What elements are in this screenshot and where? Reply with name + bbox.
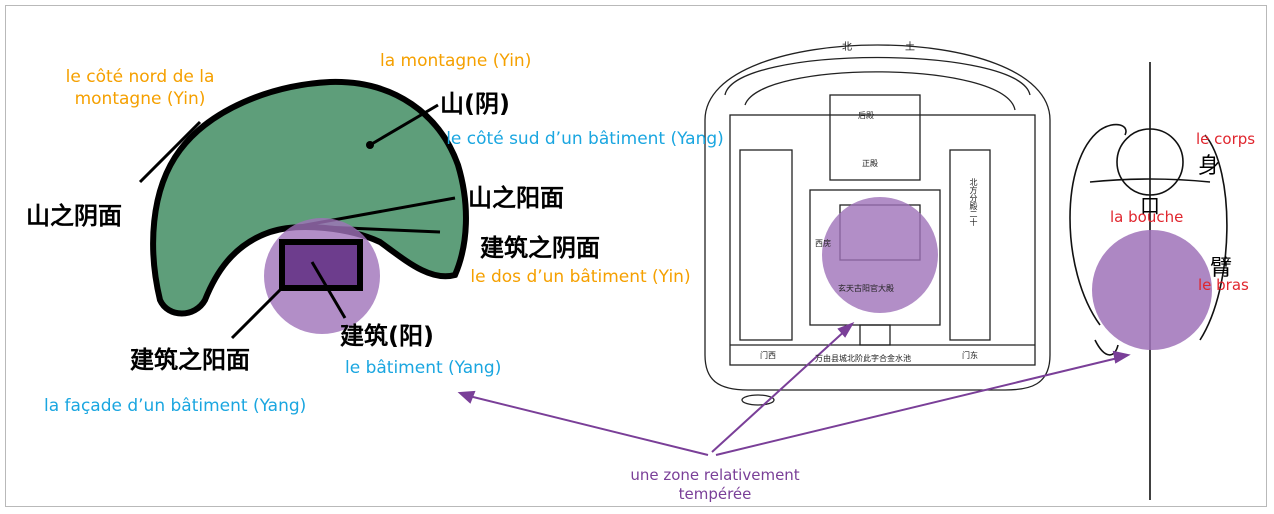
label-mountain-yin-zh: 山之阴面 bbox=[26, 202, 122, 230]
body-right-arm bbox=[1199, 134, 1228, 341]
body-head bbox=[1116, 128, 1184, 196]
plan-label-top2: 土 bbox=[905, 42, 915, 53]
zone-caption-line1: une zone relativement bbox=[630, 466, 800, 484]
label-mountain-zh: 山(阴) bbox=[440, 90, 510, 118]
plan-label-gate-bottom: 万由县城北阶此字合金水池 bbox=[815, 354, 911, 363]
plan-rear-hall bbox=[829, 94, 921, 181]
label-building-zh: 建筑(阳) bbox=[340, 322, 434, 350]
pointer-line bbox=[230, 286, 284, 340]
label-north-side: le côté nord de la montagne (Yin) bbox=[65, 67, 215, 109]
zone-caption-line2: tempérée bbox=[678, 485, 752, 503]
plan-east-wing bbox=[949, 149, 991, 341]
label-bras: le bras bbox=[1198, 276, 1249, 294]
pointer-dot bbox=[366, 141, 374, 149]
arrow-line bbox=[464, 394, 709, 456]
plan-west-wing bbox=[739, 149, 793, 341]
body-figure bbox=[1069, 62, 1228, 500]
figure-frame bbox=[5, 5, 1267, 507]
plan-label-top: 北 bbox=[842, 42, 852, 53]
body-shoulders bbox=[1089, 178, 1211, 183]
plan-label-hall-mid: 正殿 bbox=[862, 159, 878, 168]
pointer-line bbox=[138, 120, 202, 184]
building-icon bbox=[279, 239, 363, 291]
label-corps: le corps bbox=[1196, 130, 1256, 148]
label-mountain: la montagne (Yin) bbox=[380, 51, 532, 71]
label-south-of-building: le côté sud d’un bâtiment (Yang) bbox=[446, 129, 724, 149]
plan-label-right-col: 北方分殿二十 bbox=[969, 178, 978, 226]
plan-inner-wall bbox=[729, 114, 1036, 366]
arrow-line bbox=[711, 327, 849, 453]
label-mountain-yang-zh: 山之阳面 bbox=[468, 184, 564, 212]
plan-label-hall-top: 后殿 bbox=[858, 111, 874, 120]
body-left-arm bbox=[1069, 123, 1127, 326]
arrow-head bbox=[457, 390, 476, 404]
plan-arc bbox=[724, 56, 1031, 96]
mountain-drawing bbox=[138, 78, 469, 340]
label-building: le bâtiment (Yang) bbox=[345, 358, 502, 378]
plan-label-inner-row: 玄天古阳官大殿 bbox=[838, 284, 894, 293]
pointer-line bbox=[369, 103, 439, 147]
plan-label-side-bottom-r: 门东 bbox=[962, 351, 978, 360]
temple-plan bbox=[704, 44, 1051, 406]
label-building-yang-zh: 建筑之阳面 bbox=[130, 346, 250, 374]
label-building-yin-zh: 建筑之阴面 bbox=[480, 234, 600, 262]
label-bouche: la bouche bbox=[1110, 208, 1184, 226]
label-corps-zh: 身 bbox=[1198, 154, 1221, 179]
zone-caption: une zone relativement tempérée bbox=[605, 466, 825, 504]
plan-arc bbox=[744, 71, 1016, 111]
plan-outer-wall bbox=[704, 44, 1051, 391]
plan-label-side-bottom-l: 门西 bbox=[760, 351, 776, 360]
label-bouche-zh: 口 bbox=[1140, 194, 1160, 218]
label-facade: la façade d’un bâtiment (Yang) bbox=[44, 396, 307, 416]
arrow-head bbox=[1112, 350, 1131, 364]
arrow-head bbox=[837, 322, 855, 338]
zone-arrows bbox=[457, 322, 1131, 456]
arrow-line bbox=[715, 356, 1123, 456]
label-back-of-building: le dos d’un bâtiment (Yin) bbox=[470, 267, 691, 287]
label-bras-zh: 臂 bbox=[1210, 256, 1233, 281]
mountain-shape bbox=[150, 78, 469, 317]
body-hand bbox=[1094, 339, 1119, 356]
temperate-zone-circle bbox=[822, 197, 938, 313]
plan-label-side-left: 西庑 bbox=[815, 239, 831, 248]
plan-gate bbox=[859, 324, 891, 346]
plan-well bbox=[741, 394, 775, 406]
temperate-zone-circle bbox=[1092, 230, 1212, 350]
pointer-line bbox=[310, 261, 347, 319]
